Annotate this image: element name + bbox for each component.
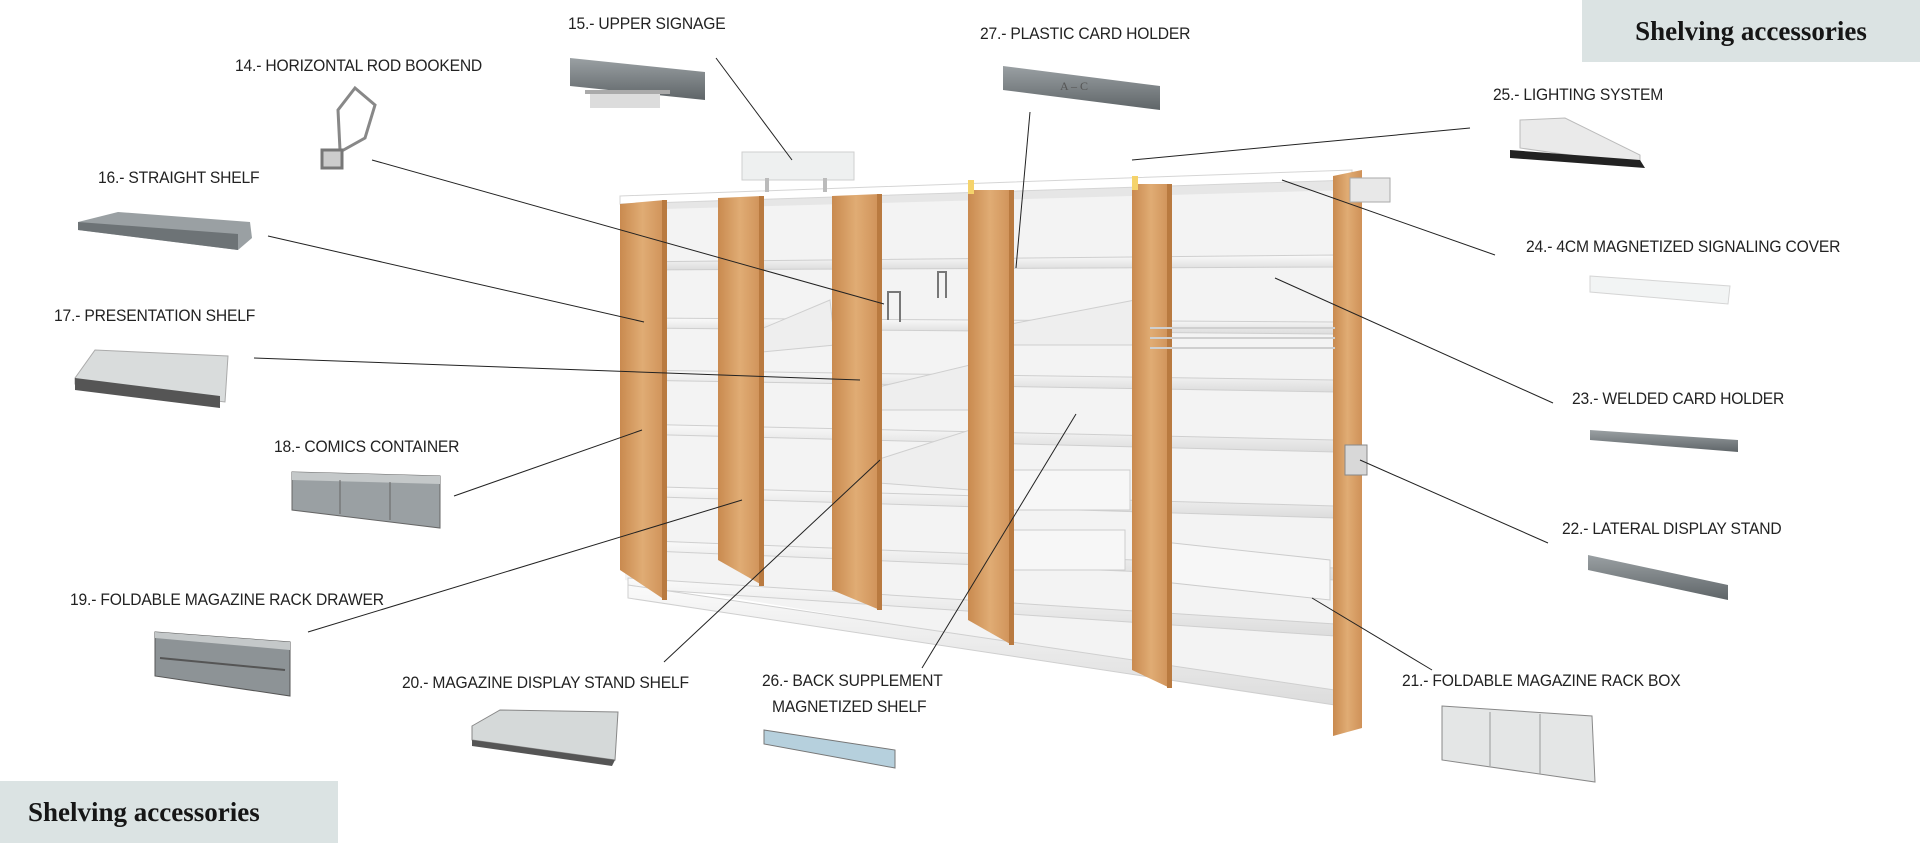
accessory-icons: A – C — [74, 58, 1738, 783]
label-magnetized-shelf: MAGNETIZED SHELF — [772, 697, 927, 716]
signaling-cover-icon — [1589, 275, 1731, 305]
label-magazine-rack-box: 21.- FOLDABLE MAGAZINE RACK BOX — [1402, 671, 1681, 690]
lateral-display-stand-icon — [1588, 555, 1728, 600]
label-magazine-rack-drawer: 19.- FOLDABLE MAGAZINE RACK DRAWER — [70, 590, 384, 609]
magazine-display-shelf-icon — [471, 709, 619, 766]
welded-card-holder-icon — [1590, 430, 1738, 452]
shelving-unit — [619, 151, 1391, 736]
label-upper-signage: 15.- UPPER SIGNAGE — [568, 14, 726, 33]
label-magnetized-signaling-cover: 24.- 4CM MAGNETIZED SIGNALING COVER — [1526, 237, 1841, 256]
straight-shelf-icon — [78, 212, 252, 250]
lighting-system-icon — [1510, 117, 1645, 168]
rack-dividers — [999, 469, 1331, 601]
label-lighting-system: 25.- LIGHTING SYSTEM — [1493, 85, 1664, 104]
label-horizontal-rod-bookend: 14.- HORIZONTAL ROD BOOKEND — [235, 56, 483, 75]
page-title: Shelving accessories — [1582, 0, 1920, 62]
back-supplement-shelf-icon — [763, 729, 896, 769]
magazine-rack-drawer-icon — [154, 631, 291, 697]
label-plastic-card-holder: 27.- PLASTIC CARD HOLDER — [980, 24, 1191, 43]
plastic-card-holder-icon: A – C — [1003, 66, 1160, 110]
footer-title: Shelving accessories — [0, 781, 338, 843]
upper-signage-icon — [570, 58, 705, 108]
rod-bookend-icon — [320, 85, 377, 170]
label-straight-shelf: 16.- STRAIGHT SHELF — [98, 168, 260, 187]
comics-container-icon — [291, 471, 441, 529]
label-back-supplement: 26.- BACK SUPPLEMENT — [762, 671, 943, 690]
label-lateral-display-stand: 22.- LATERAL DISPLAY STAND — [1562, 519, 1782, 538]
label-comics-container: 18.- COMICS CONTAINER — [274, 437, 460, 456]
label-welded-card-holder: 23.- WELDED CARD HOLDER — [1572, 389, 1785, 408]
leader-lines — [253, 57, 1554, 671]
presentation-shelf-icon — [74, 349, 229, 408]
label-presentation-shelf: 17.- PRESENTATION SHELF — [54, 306, 256, 325]
card-holder-label: A – C — [1060, 79, 1088, 93]
magazine-rack-box-icon — [1441, 705, 1596, 783]
label-magazine-display-stand-shelf: 20.- MAGAZINE DISPLAY STAND SHELF — [402, 673, 689, 692]
